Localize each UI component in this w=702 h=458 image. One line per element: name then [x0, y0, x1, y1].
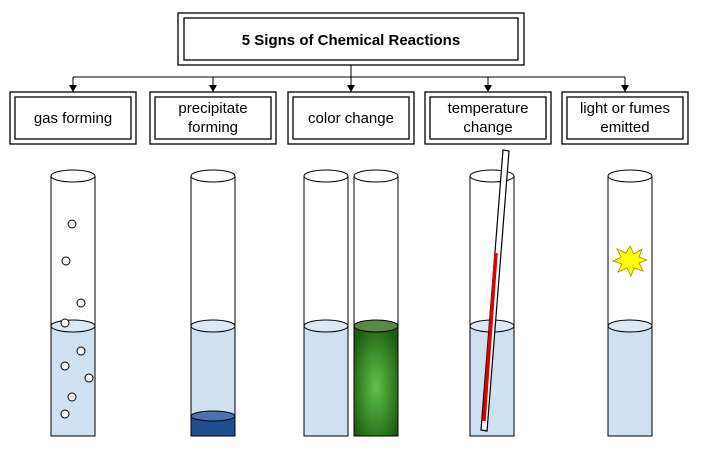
bubble — [60, 318, 70, 328]
test-tube-color-after — [353, 169, 399, 437]
bubble — [60, 361, 70, 371]
bubble — [67, 219, 77, 229]
category-box-precipitate-forming: precipitate forming — [149, 91, 277, 145]
category-label: emitted — [600, 119, 649, 136]
category-label: precipitate — [178, 100, 247, 117]
category-label: forming — [188, 119, 238, 136]
category-label: temperature — [448, 100, 529, 117]
precipitate-layer — [191, 416, 235, 436]
bubble — [67, 392, 77, 402]
category-label: gas forming — [34, 110, 112, 127]
test-tube-light — [607, 169, 653, 437]
category-box-light-or-fumes: light or fumes emitted — [561, 91, 689, 145]
bubble — [61, 256, 71, 266]
thermometer-mercury — [482, 252, 498, 422]
test-tube-color-before — [303, 169, 349, 437]
bubble — [60, 409, 70, 419]
light-flash-icon — [611, 245, 649, 277]
bubble — [76, 346, 86, 356]
thermometer — [480, 149, 510, 432]
test-tube-gas — [50, 169, 96, 437]
diagram-title: 5 Signs of Chemical Reactions — [242, 32, 460, 49]
category-label: change — [463, 119, 512, 136]
connectors — [69, 65, 629, 92]
title-box: 5 Signs of Chemical Reactions — [177, 12, 525, 66]
bubble — [84, 373, 94, 383]
category-label: color change — [308, 110, 394, 127]
category-box-gas-forming: gas forming — [9, 91, 137, 145]
test-tube-temperature — [469, 149, 515, 437]
gas-bubbles — [60, 219, 94, 419]
bubble — [76, 298, 86, 308]
category-label: light or fumes — [580, 100, 670, 117]
category-box-color-change: color change — [287, 91, 415, 145]
category-box-temperature-change: temperature change — [424, 91, 552, 145]
test-tube-precipitate — [190, 169, 236, 437]
green-liquid — [354, 326, 398, 436]
